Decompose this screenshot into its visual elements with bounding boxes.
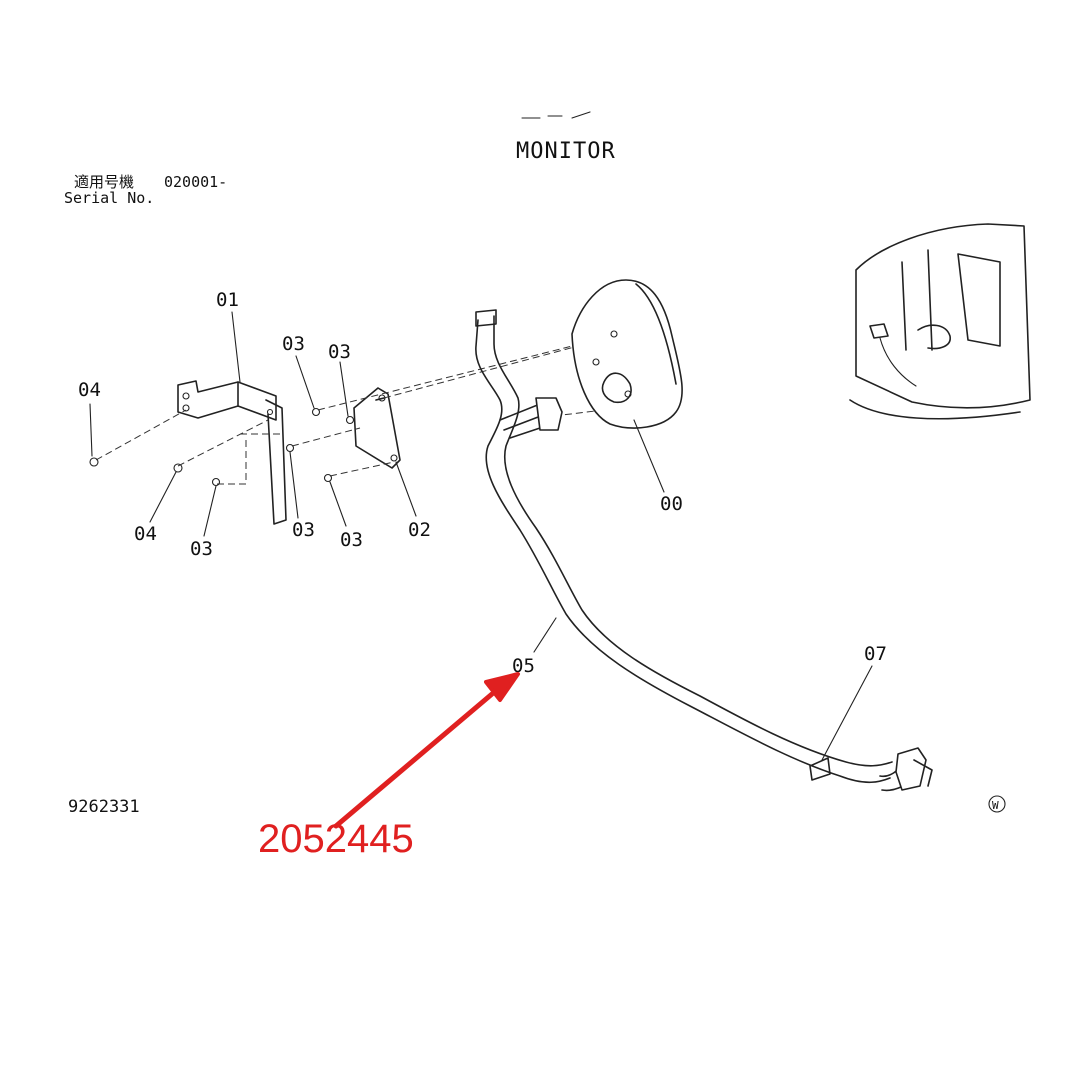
red-arrow bbox=[333, 672, 520, 829]
harness-05 bbox=[475, 309, 933, 792]
part-label-03: 03 bbox=[282, 333, 305, 355]
part-number-callout: 2052445 bbox=[258, 817, 414, 861]
mark-letter: W bbox=[992, 799, 999, 812]
serial-jp-label: 適用号機 bbox=[74, 173, 134, 191]
bracket-01 bbox=[177, 380, 287, 525]
mark-circle bbox=[988, 795, 1006, 813]
bracket-02 bbox=[353, 387, 401, 469]
part-label-04: 04 bbox=[78, 379, 101, 401]
cab-thumbnail bbox=[849, 223, 1031, 420]
part-label-01: 01 bbox=[216, 289, 239, 311]
part-label-04: 04 bbox=[134, 523, 157, 545]
serial-en-label: Serial No. bbox=[64, 189, 154, 207]
part-label-03: 03 bbox=[328, 341, 351, 363]
title-jp-glyph-fragment bbox=[521, 111, 591, 119]
part-label-00: 00 bbox=[660, 493, 683, 515]
drawing-number: 9262331 bbox=[68, 797, 140, 817]
page-title: MONITOR bbox=[516, 139, 616, 164]
part-label-03: 03 bbox=[190, 538, 213, 560]
part-label-05: 05 bbox=[512, 655, 535, 677]
serial-range: 020001- bbox=[164, 173, 227, 191]
part-label-02: 02 bbox=[408, 519, 431, 541]
part-label-03: 03 bbox=[292, 519, 315, 541]
leader-lines bbox=[89, 311, 873, 761]
monitor-00 bbox=[571, 279, 683, 429]
screws bbox=[89, 407, 355, 487]
part-label-07: 07 bbox=[864, 643, 887, 665]
part-label-03: 03 bbox=[340, 529, 363, 551]
